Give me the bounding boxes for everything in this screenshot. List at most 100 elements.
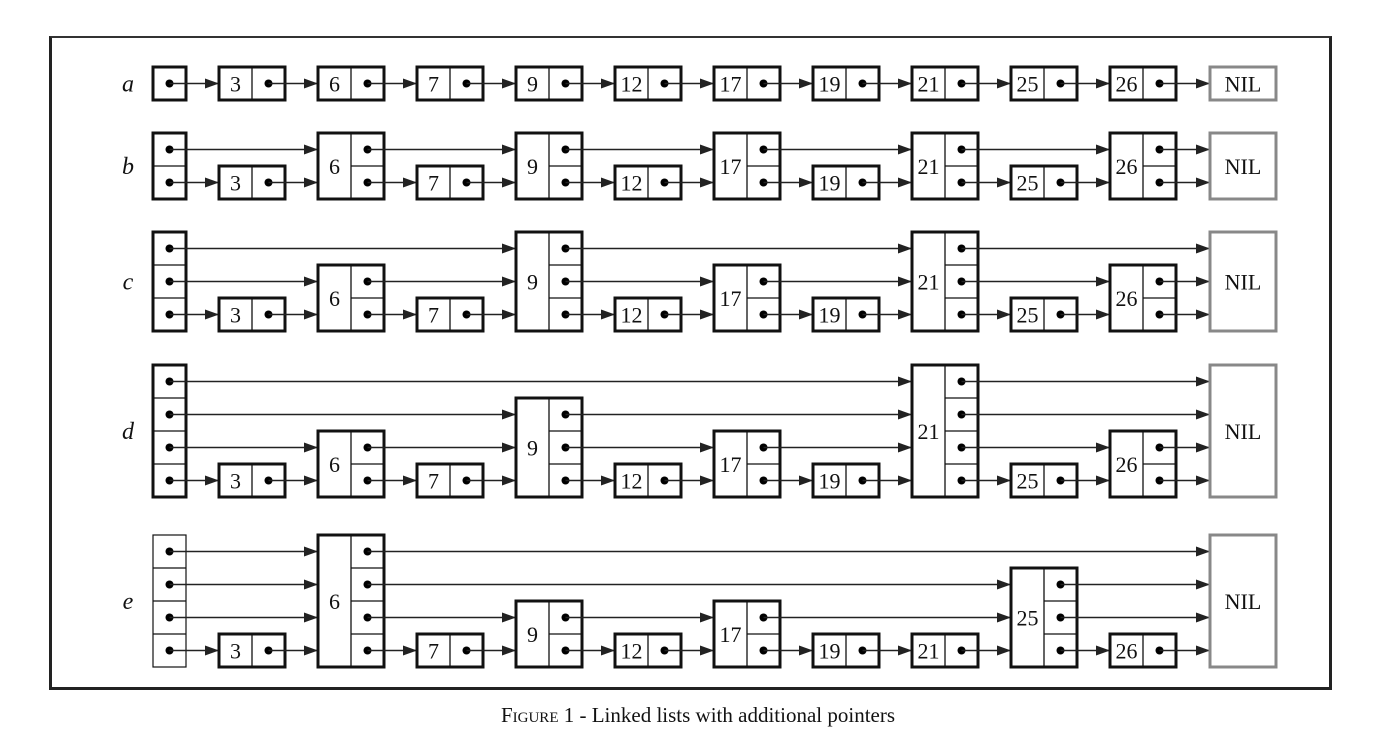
node-key: 26 (1116, 639, 1138, 664)
nil-label: NIL (1225, 154, 1262, 179)
node-key: 12 (621, 303, 643, 328)
node-6: 6 (316, 429, 386, 499)
node-3: 3 (217, 462, 287, 499)
node-key: 21 (918, 419, 940, 444)
node-key: 12 (621, 72, 643, 97)
node-17: 17 (712, 131, 782, 201)
node-26: 26 (1108, 131, 1178, 201)
node-26: 26 (1108, 263, 1178, 333)
caption-prefix: Figure (500, 703, 559, 727)
node-key: 17 (720, 622, 742, 647)
node-key: 25 (1017, 606, 1039, 631)
node-key: 12 (621, 171, 643, 196)
node-19: 19 (811, 164, 881, 201)
node-9: 9 (514, 599, 584, 669)
node-key: 17 (720, 72, 742, 97)
node-19: 19 (811, 462, 881, 499)
node-key: 7 (428, 72, 439, 97)
node-19: 19 (811, 632, 881, 669)
row-label-e: e (123, 589, 134, 615)
node-21: 21 (910, 363, 980, 499)
nil-label: NIL (1225, 419, 1262, 444)
node-key: 19 (819, 469, 841, 494)
node-26: 26 (1108, 429, 1178, 499)
node-key: 21 (918, 72, 940, 97)
node-key: 9 (527, 72, 538, 97)
node-3: 3 (217, 65, 287, 102)
node-key: 25 (1017, 469, 1039, 494)
node-17: 17 (712, 429, 782, 499)
row-label-a: a (122, 72, 134, 98)
node-key: 25 (1017, 72, 1039, 97)
node-key: 17 (720, 452, 742, 477)
node-key: 3 (230, 639, 241, 664)
nil-box (1208, 131, 1278, 201)
node-key: 26 (1116, 72, 1138, 97)
node-9: 9 (514, 65, 584, 102)
node-17: 17 (712, 263, 782, 333)
node-key: 6 (329, 589, 340, 614)
node-12: 12 (613, 462, 683, 499)
node-key: 19 (819, 72, 841, 97)
list-header-b (151, 131, 188, 201)
row-label-d: d (122, 419, 135, 445)
figure-caption: Figure 1 - Linked lists with additional … (0, 703, 1396, 728)
node-key: 21 (918, 154, 940, 179)
node-key: 9 (527, 270, 538, 295)
node-key: 26 (1116, 452, 1138, 477)
node-12: 12 (613, 632, 683, 669)
node-17: 17 (712, 599, 782, 669)
node-key: 12 (621, 639, 643, 664)
nil-box (1208, 533, 1278, 669)
caption-text: 1 - Linked lists with additional pointer… (558, 703, 896, 727)
nil-label: NIL (1225, 270, 1262, 295)
node-12: 12 (613, 65, 683, 102)
node-key: 3 (230, 72, 241, 97)
node-key: 7 (428, 469, 439, 494)
list-header-e (152, 534, 187, 668)
nil-label: NIL (1225, 72, 1262, 97)
node-21: 21 (910, 131, 980, 201)
node-6: 6 (316, 533, 386, 669)
node-key: 26 (1116, 286, 1138, 311)
nil-box (1208, 230, 1278, 333)
node-key: 6 (329, 72, 340, 97)
node-6: 6 (316, 131, 386, 201)
node-key: 12 (621, 469, 643, 494)
node-key: 9 (527, 436, 538, 461)
node-key: 7 (428, 171, 439, 196)
node-key: 17 (720, 154, 742, 179)
node-key: 21 (918, 639, 940, 664)
node-key: 26 (1116, 154, 1138, 179)
node-key: 7 (428, 303, 439, 328)
node-12: 12 (613, 296, 683, 333)
nil-box (1208, 65, 1278, 102)
nil-box (1208, 363, 1278, 499)
node-key: 9 (527, 622, 538, 647)
node-key: 25 (1017, 171, 1039, 196)
row-label-c: c (123, 270, 134, 296)
node-key: 7 (428, 639, 439, 664)
node-key: 19 (819, 303, 841, 328)
node-key: 9 (527, 154, 538, 179)
node-key: 21 (918, 270, 940, 295)
node-25: 25 (1009, 164, 1079, 201)
node-key: 19 (819, 171, 841, 196)
node-key: 3 (230, 171, 241, 196)
node-key: 25 (1017, 303, 1039, 328)
node-6: 6 (316, 263, 386, 333)
figure-frame (49, 36, 1332, 690)
node-key: 3 (230, 303, 241, 328)
list-header-d (151, 363, 188, 499)
node-key: 19 (819, 639, 841, 664)
nil-label: NIL (1225, 589, 1262, 614)
node-key: 6 (329, 452, 340, 477)
node-key: 3 (230, 469, 241, 494)
node-key: 17 (720, 286, 742, 311)
node-19: 19 (811, 296, 881, 333)
row-label-b: b (122, 154, 134, 180)
node-9: 9 (514, 131, 584, 201)
node-key: 6 (329, 154, 340, 179)
node-key: 6 (329, 286, 340, 311)
